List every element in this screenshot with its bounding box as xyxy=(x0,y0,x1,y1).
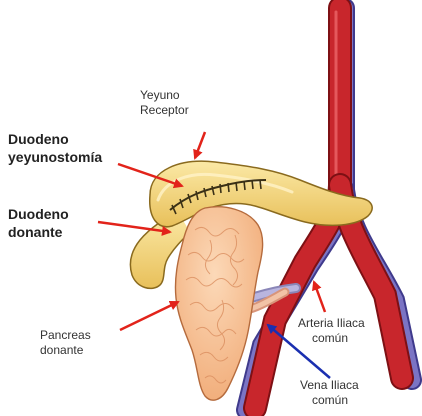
label-duodeno-donante: Duodeno donante xyxy=(8,206,69,241)
arrow-arteria-iliaca xyxy=(314,282,325,312)
label-arteria-iliaca: Arteria Iliaca común xyxy=(298,316,365,346)
label-vena-iliaca: Vena Iliaca común xyxy=(300,378,359,408)
label-duodeno-yeyunostomia-line2: yeyunostomía xyxy=(8,149,102,167)
label-duodeno-yeyunostomia-line1: Duodeno xyxy=(8,131,102,149)
label-pancreas-donante: Pancreas donante xyxy=(40,328,91,358)
label-arteria-iliaca-line1: Arteria Iliaca xyxy=(298,316,365,331)
label-pancreas-donante-line1: Pancreas xyxy=(40,328,91,343)
label-duodeno-donante-line1: Duodeno xyxy=(8,206,69,224)
label-vena-iliaca-line2: común xyxy=(300,393,359,408)
label-vena-iliaca-line1: Vena Iliaca xyxy=(300,378,359,393)
label-arteria-iliaca-line2: común xyxy=(298,331,365,346)
arrow-pancreas-donante xyxy=(120,302,178,330)
label-duodeno-donante-line2: donante xyxy=(8,224,69,242)
arrow-yeyuno-receptor xyxy=(195,132,205,158)
label-yeyuno-receptor: Yeyuno Receptor xyxy=(140,88,189,118)
label-yeyuno-receptor-line2: Receptor xyxy=(140,103,189,118)
label-yeyuno-receptor-line1: Yeyuno xyxy=(140,88,189,103)
label-pancreas-donante-line2: donante xyxy=(40,343,91,358)
label-duodeno-yeyunostomia: Duodeno yeyunostomía xyxy=(8,131,102,166)
